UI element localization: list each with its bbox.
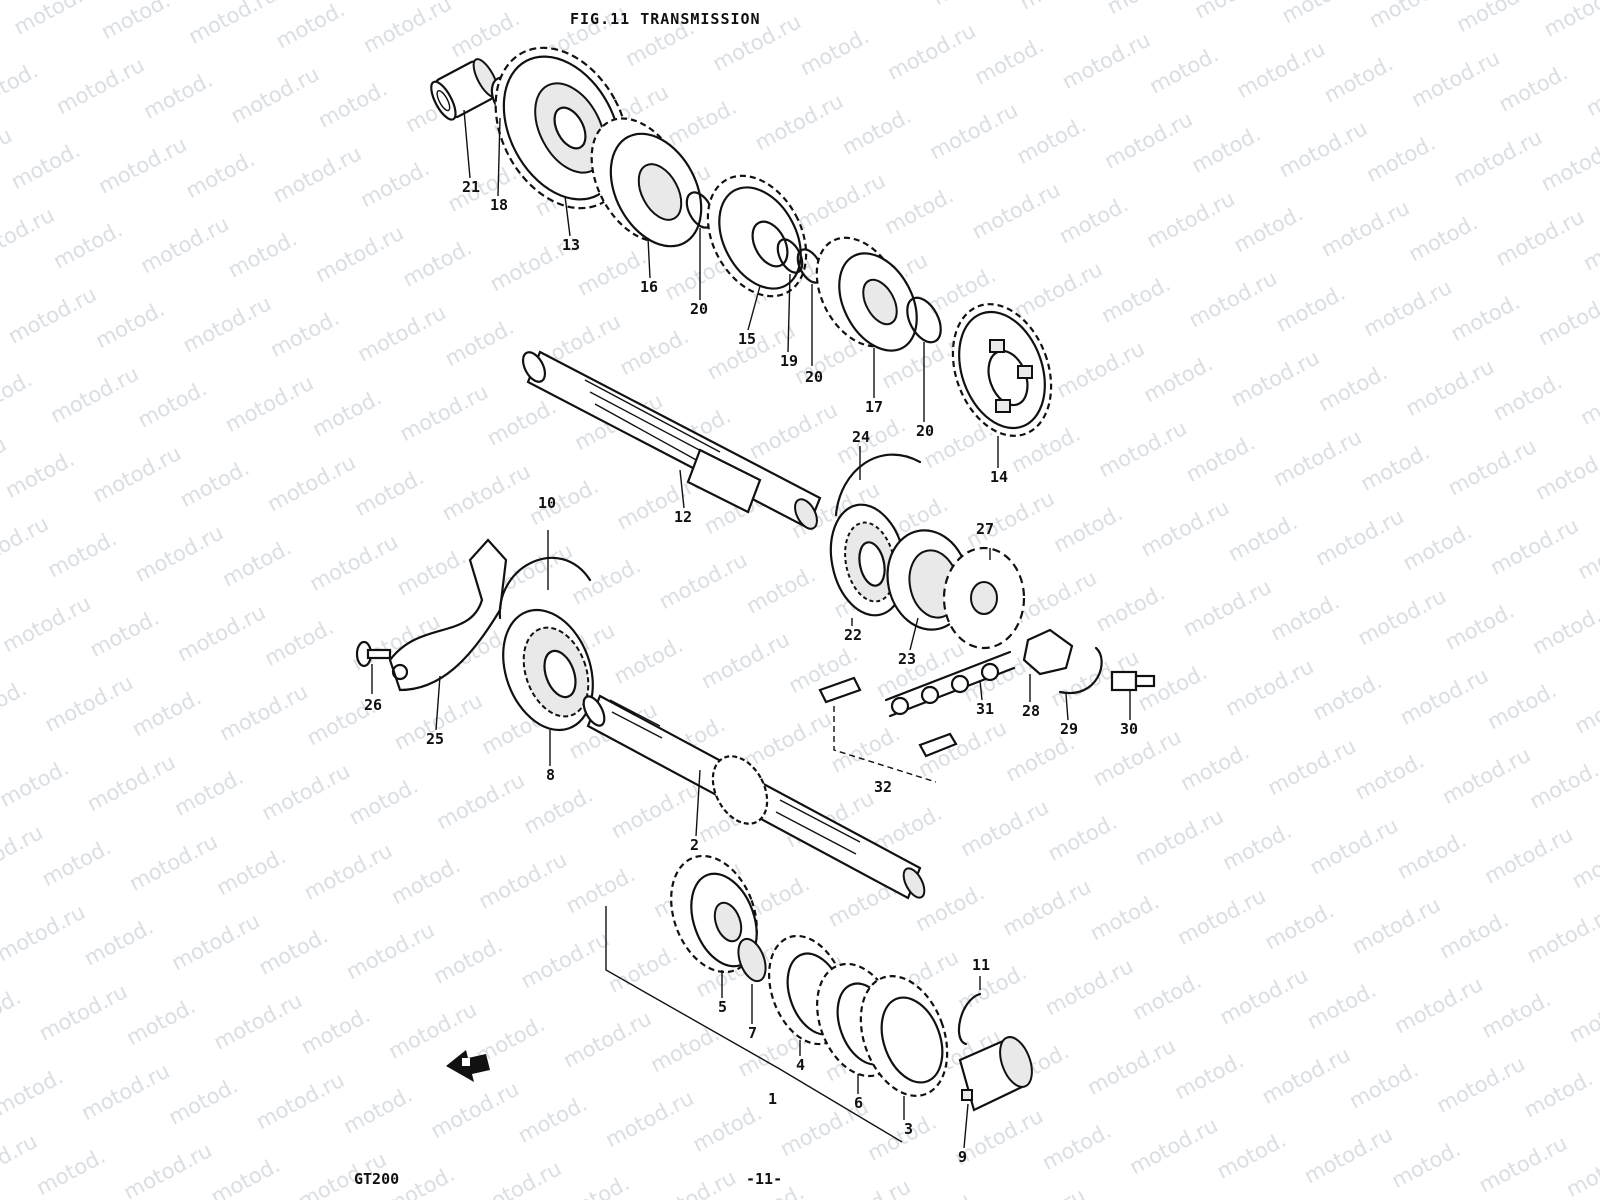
part-label-20c: 20 — [916, 422, 934, 440]
part-label-1: 1 — [768, 1090, 777, 1108]
part-label-17: 17 — [865, 398, 883, 416]
lock-washer-28 — [1022, 628, 1074, 676]
drive-chain-31 — [884, 650, 1016, 718]
part-label-32: 32 — [874, 778, 892, 796]
part-label-4: 4 — [796, 1056, 805, 1074]
shaft-1-end — [958, 1036, 1033, 1112]
part-label-25: 25 — [426, 730, 444, 748]
part-label-8: 8 — [546, 766, 555, 784]
part-label-29: 29 — [1060, 720, 1078, 738]
gear-15 — [706, 174, 808, 298]
gear-16 — [590, 117, 703, 248]
part-label-24: 24 — [852, 428, 870, 446]
part-label-15: 15 — [738, 330, 756, 348]
driveshaft-2 — [582, 694, 926, 900]
part-label-30: 30 — [1120, 720, 1138, 738]
part-label-3: 3 — [904, 1120, 913, 1138]
screw-26 — [355, 640, 392, 668]
part-label-7: 7 — [748, 1024, 757, 1042]
part-label-14: 14 — [990, 468, 1008, 486]
gear-17 — [815, 236, 918, 352]
part-label-2: 2 — [690, 836, 699, 854]
part-label-12: 12 — [674, 508, 692, 526]
part-label-9: 9 — [958, 1148, 967, 1166]
part-label-6: 6 — [854, 1094, 863, 1112]
bushing-21 — [430, 58, 499, 121]
part-label-11: 11 — [972, 956, 990, 974]
bearing-8 — [502, 608, 594, 732]
bearing-race-9 — [961, 1089, 973, 1101]
part-label-27: 27 — [976, 520, 994, 538]
sprocket-27 — [942, 546, 1026, 650]
clip-29 — [1058, 646, 1103, 695]
circlip-20-c — [906, 296, 942, 344]
part-label-28: 28 — [1022, 702, 1040, 720]
countershaft-12 — [521, 350, 822, 530]
part-label-26: 26 — [364, 696, 382, 714]
figure-title: FIG.11 TRANSMISSION — [570, 10, 761, 28]
gear-3 — [859, 975, 949, 1097]
part-label-13: 13 — [562, 236, 580, 254]
part-label-10: 10 — [538, 494, 556, 512]
part-label-18: 18 — [490, 196, 508, 214]
circlip-10 — [498, 556, 592, 620]
circlip-11 — [957, 992, 982, 1046]
part-labels: 21 18 13 16 20 15 19 20 17 20 14 12 24 2… — [364, 178, 1138, 1166]
model-code: GT200 — [354, 1170, 399, 1188]
part-label-21: 21 — [462, 178, 480, 196]
bearing-22 — [829, 503, 907, 617]
retainer-hole — [391, 663, 409, 681]
gear-14 — [951, 303, 1053, 437]
bearing-retainer-25 — [388, 538, 508, 692]
part-label-19: 19 — [780, 352, 798, 370]
chain-joint-32 — [818, 676, 958, 758]
bolt-30 — [1110, 670, 1156, 692]
part-label-20b: 20 — [805, 368, 823, 386]
part-label-31: 31 — [976, 700, 994, 718]
leader-lines — [371, 109, 1131, 1149]
direction-arrow-icon — [446, 1050, 490, 1082]
circlip-24 — [834, 453, 922, 517]
part-label-23: 23 — [898, 650, 916, 668]
part-label-22: 22 — [844, 626, 862, 644]
part-label-16: 16 — [640, 278, 658, 296]
washer-7 — [737, 937, 767, 983]
page-number: -11- — [746, 1170, 782, 1188]
part-label-20a: 20 — [690, 300, 708, 318]
part-label-5: 5 — [718, 998, 727, 1016]
